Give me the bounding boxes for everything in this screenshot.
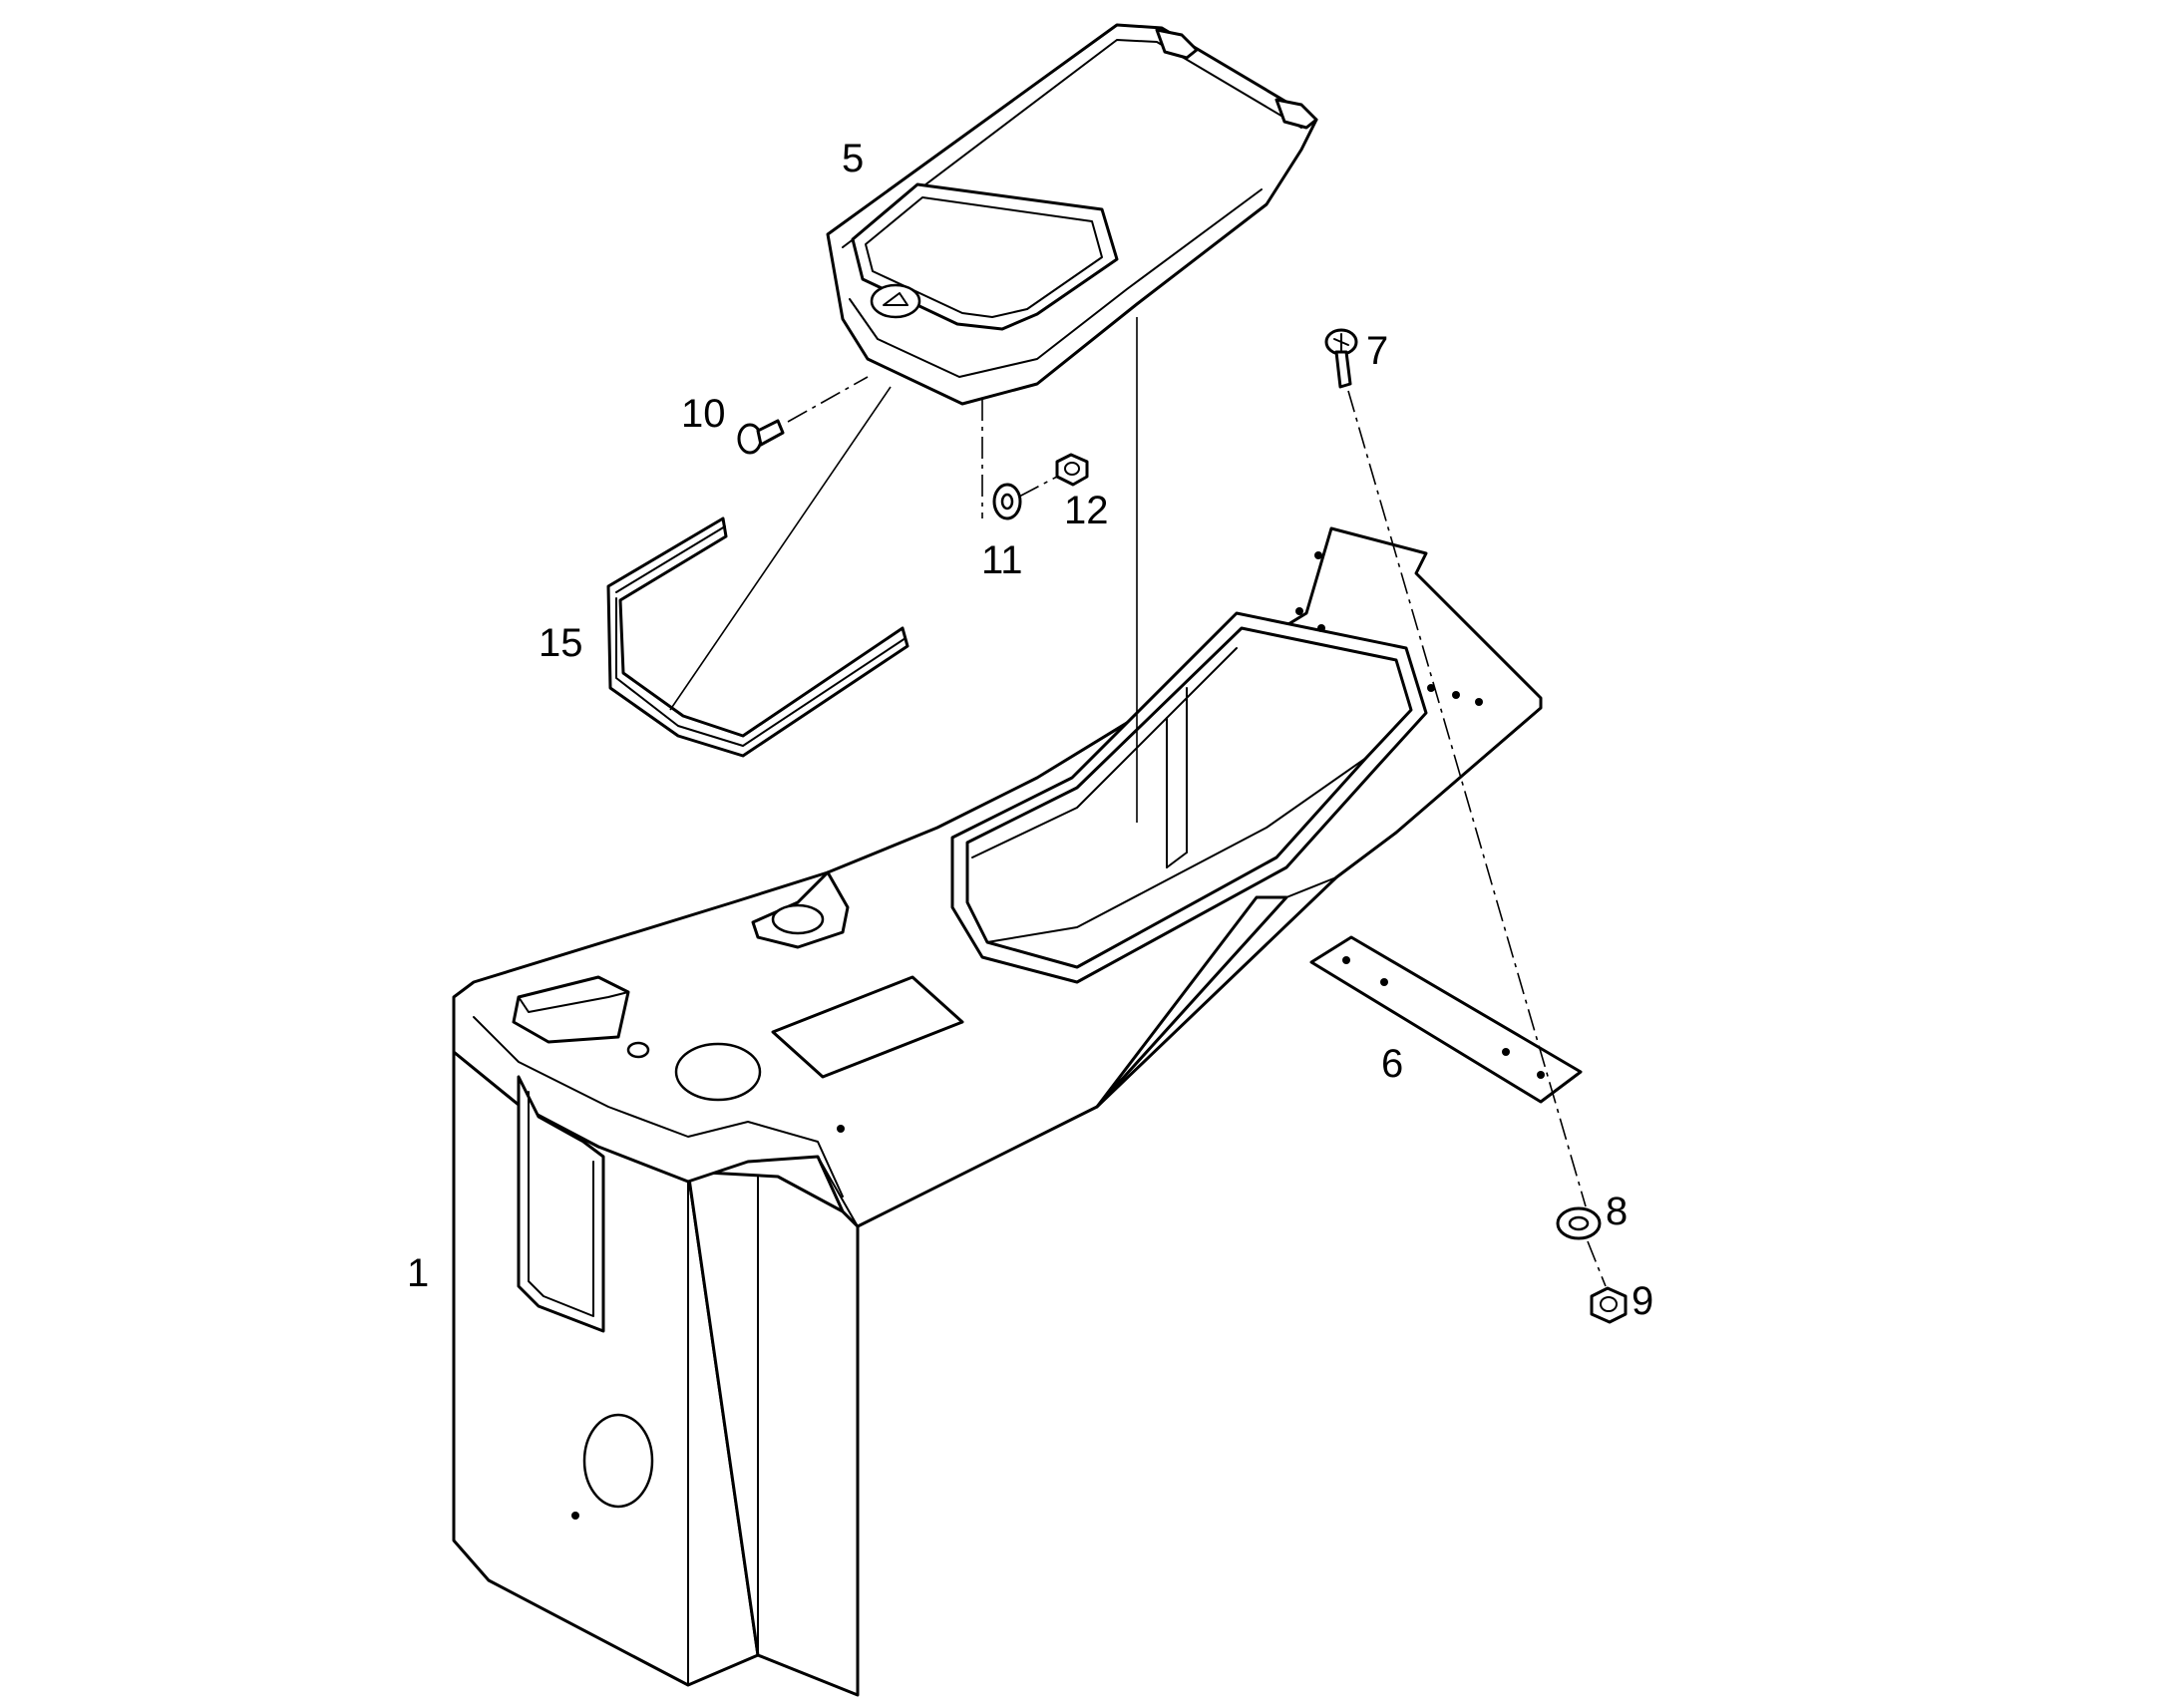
callout-9: 9 [1632,1279,1653,1323]
nut-part-9 [1590,1286,1628,1324]
callout-5: 5 [842,137,864,180]
callout-15: 15 [539,621,583,665]
callout-12: 12 [1064,489,1109,532]
screw-part-7 [1324,328,1358,389]
callout-6: 6 [1381,1042,1403,1086]
seal-strip-part-15 [606,516,909,758]
callout-8: 8 [1606,1190,1628,1233]
console-housing-part-1 [452,526,1543,1697]
callout-10: 10 [681,392,726,436]
assembly-lines [669,317,1607,1287]
washer-part-8 [1556,1206,1602,1240]
callout-1: 1 [407,1251,429,1295]
display-cover-part-5 [826,23,1318,406]
nut-part-12 [1055,453,1089,487]
strip-plate-part-6 [1309,935,1583,1104]
callout-7: 7 [1366,329,1388,373]
callouts: 1 5 6 7 8 9 10 11 12 15 [407,137,1653,1323]
callout-11: 11 [981,538,1023,582]
washer-part-11 [992,483,1022,520]
screw-part-10 [737,419,785,455]
